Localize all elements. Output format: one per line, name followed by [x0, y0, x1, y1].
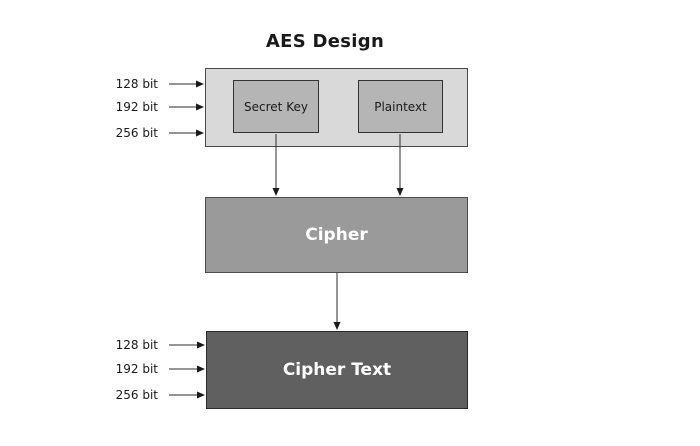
bit-label-256-bottom: 256 bit [115, 388, 158, 402]
cipher-text-box: Cipher Text [206, 331, 468, 409]
bit-label-192-bottom: 192 bit [115, 362, 158, 376]
cipher-box: Cipher [205, 197, 468, 273]
bit-label-192-top: 192 bit [115, 100, 158, 114]
bit-label-128-bottom: 128 bit [115, 338, 158, 352]
diagram-title: AES Design [265, 31, 385, 52]
secret-key-label: Secret Key [244, 99, 308, 114]
bit-label-128-top: 128 bit [115, 77, 158, 91]
plaintext-label: Plaintext [374, 99, 427, 114]
secret-key-box: Secret Key [233, 80, 319, 133]
cipher-text-label: Cipher Text [282, 360, 392, 380]
plaintext-box: Plaintext [358, 80, 443, 133]
bit-label-256-top: 256 bit [115, 126, 158, 140]
cipher-label: Cipher [305, 225, 368, 245]
